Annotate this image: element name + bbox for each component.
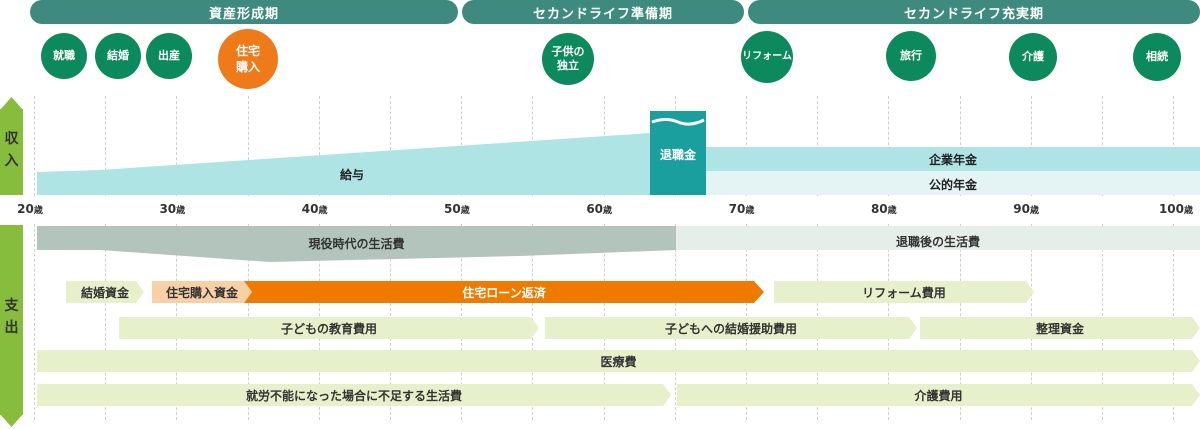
mortgage-repayment-bar: 住宅ローン返済 <box>244 281 764 303</box>
grid-line <box>1102 96 1103 196</box>
grid-line <box>1030 96 1032 196</box>
event-inheritance: 相続 <box>1133 33 1181 81</box>
age-label: 80歳 <box>870 202 897 216</box>
corporate-pension-label: 企業年金 <box>928 153 977 167</box>
education-cost-bar: 子どもの教育費用 <box>119 317 539 339</box>
working-living-cost-label: 現役時代の生活費 <box>308 237 405 251</box>
expense-section-label: 支 出 <box>4 298 19 336</box>
public-pension-label: 公的年金 <box>928 178 977 192</box>
nursing-care-cost-bar: 介護費用 <box>677 384 1200 406</box>
corporate-pension-area <box>706 147 1200 171</box>
grid-line <box>817 96 819 196</box>
expense-arrow-down <box>0 414 23 427</box>
cleanup-fund-bar: 整理資金 <box>920 317 1200 339</box>
house-purchase-fund-bar: 住宅購入資金 <box>152 281 252 303</box>
age-label: 30歳 <box>159 202 186 216</box>
grid-line <box>746 96 747 196</box>
salary-area <box>37 133 650 195</box>
public-pension-area <box>706 171 1200 195</box>
phase-second-life-fulfillment: セカンドライフ充実期 <box>748 0 1200 24</box>
age-label: 40歳 <box>301 202 328 216</box>
income-arrow-up <box>0 97 23 110</box>
child-wedding-support-bar: 子どもへの結婚援助費用 <box>545 317 917 339</box>
income-side-bar <box>0 109 23 195</box>
grid-line <box>247 96 249 196</box>
phase-second-life-preparation: セカンドライフ準備期 <box>462 0 744 24</box>
retirement-allowance-label: 退職金 <box>659 148 696 162</box>
grid-line <box>34 224 35 420</box>
event-travel: 旅行 <box>886 31 936 81</box>
grid-line <box>105 96 107 196</box>
expense-side-bar <box>0 225 23 415</box>
event-child-independence: 子供の 独立 <box>542 33 594 85</box>
age-label: 20歳 <box>17 202 43 216</box>
event-nursing-care: 介護 <box>1009 33 1057 81</box>
phase-asset-building: 資産形成期 <box>30 0 458 24</box>
age-label: 70歳 <box>728 202 755 216</box>
grid-line <box>390 96 391 196</box>
living-cost-chart <box>37 226 1200 262</box>
working-living-cost-area <box>37 226 676 262</box>
grid-line <box>1173 96 1175 196</box>
retired-living-cost-label: 退職後の生活費 <box>895 235 980 249</box>
medical-cost-bar: 医療費 <box>37 350 1200 372</box>
event-house-purchase: 住宅 購入 <box>218 29 278 89</box>
age-label: 90歳 <box>1013 202 1039 216</box>
retirement-allowance-area <box>650 111 706 195</box>
wedding-fund-bar: 結婚資金 <box>66 281 144 303</box>
event-reform: リフォーム <box>741 31 793 83</box>
event-childbirth: 出産 <box>146 33 192 79</box>
event-employment: 就職 <box>41 33 87 79</box>
income-chart <box>37 111 1200 195</box>
grid-line <box>888 96 890 196</box>
disability-living-cost-bar: 就労不能になった場合に不足する生活費 <box>37 384 671 406</box>
retired-living-cost-area <box>676 226 1200 250</box>
grid-line <box>105 224 107 420</box>
grid-line <box>959 96 961 196</box>
retirement-wave <box>651 118 705 126</box>
age-label: 60歳 <box>586 202 613 216</box>
grid-line <box>318 96 320 196</box>
grid-line <box>34 96 35 196</box>
age-label: 100歳 <box>1158 202 1194 216</box>
salary-label: 給与 <box>340 168 365 182</box>
income-section-label: 収 入 <box>4 131 19 169</box>
grid-line <box>176 96 178 196</box>
age-label: 50歳 <box>444 202 470 216</box>
event-marriage: 結婚 <box>95 33 141 79</box>
reform-cost-bar: リフォーム費用 <box>774 281 1034 303</box>
